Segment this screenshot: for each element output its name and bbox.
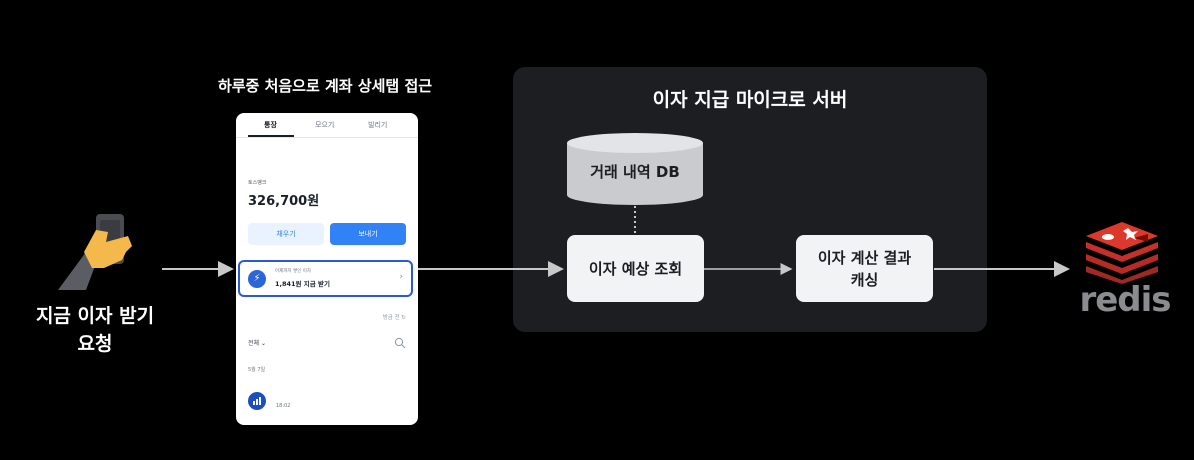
db-label: 거래 내역 DB [590,163,680,181]
balance: 326,700원 [248,194,320,209]
bank-name: 토스뱅크 [248,180,267,186]
chevron-right-icon: › [399,272,403,282]
filter-dropdown[interactable]: 전체 ⌄ [248,340,266,347]
tab-borrow[interactable]: 빌리기 [368,121,388,129]
hand-phone-icon [58,214,132,290]
user-request-label: 지금 이자 받기 요청 [35,305,155,355]
updated-time: 방금 전 ↻ [382,315,406,321]
search-icon[interactable] [394,337,406,349]
interest-card[interactable]: ⚡ 어제까지 쌓인 이자 1,841원 지금 받기 › [238,260,413,297]
interest-lookup-box: 이자 예상 조회 [567,235,704,302]
redis-logo-icon [1086,222,1158,284]
cache-result-box: 이자 계산 결과 캐싱 [796,235,933,302]
interest-title: 1,841원 지금 받기 [275,280,330,288]
server-title: 이자 지급 마이크로 서버 [652,89,848,111]
tab-account[interactable]: 통장 [264,121,277,129]
fill-button[interactable]: 채우기 [248,223,324,245]
send-button[interactable]: 보내기 [330,223,406,245]
tab-bar: 통장 모으기 빌리기 [236,113,418,138]
redis-wordmark: redis [1079,280,1171,320]
interest-subtitle: 어제까지 쌓인 이자 [275,269,311,274]
tab-save[interactable]: 모으기 [315,121,335,129]
transaction-date: 5월 7일 [248,367,266,373]
refresh-icon: ↻ [401,315,406,321]
transaction-time: 18:02 [276,403,291,409]
tab-underline [248,135,294,137]
lightning-icon: ⚡ [248,270,266,288]
database-icon [567,133,703,205]
phone-caption: 하루중 처음으로 계좌 상세탭 접근 [217,77,433,95]
phone-screen: 통장 모으기 빌리기 토스뱅크 326,700원 채우기 보내기 ⚡ 어제까지 … [236,113,418,425]
bank-icon [248,392,266,410]
